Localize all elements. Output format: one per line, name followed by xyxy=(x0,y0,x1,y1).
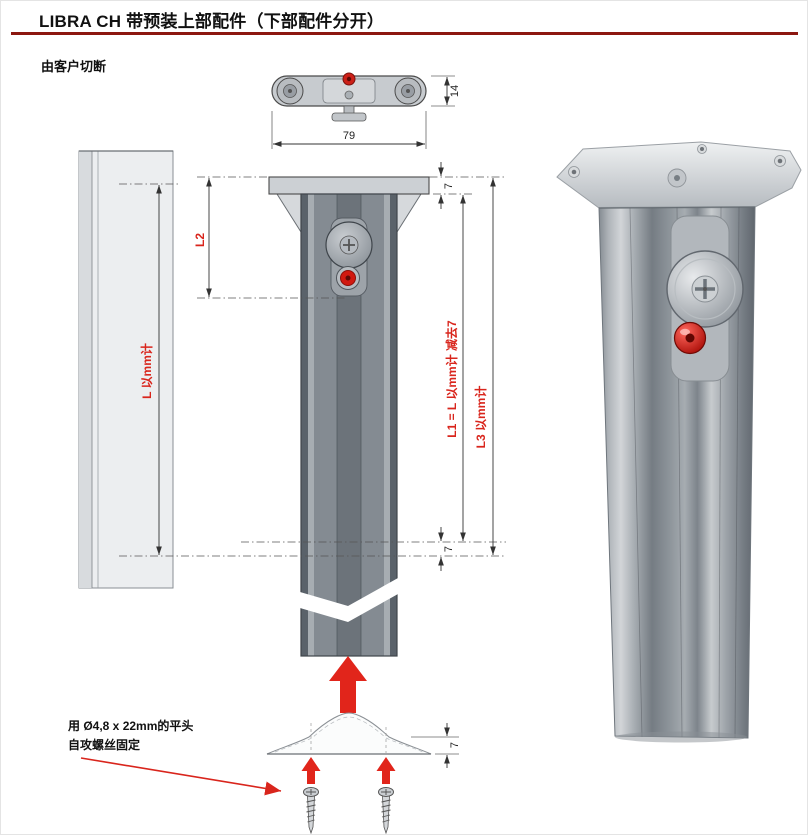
dim-label-l: L 以mm计 xyxy=(139,343,154,399)
leader-arrow-icon xyxy=(80,757,282,796)
title-underline xyxy=(11,32,798,35)
small-up-arrow-left-icon xyxy=(301,757,321,784)
dimension-l: L 以mm计 xyxy=(119,183,181,555)
break-symbol xyxy=(300,578,398,622)
dimension-7-cap: 7 xyxy=(411,723,461,768)
column-front-view xyxy=(268,176,430,657)
cut-by-customer-note: 由客户切断 xyxy=(41,59,107,74)
dim-label-l3: L3 以mm计 xyxy=(473,386,488,449)
dimension-l2: L2 xyxy=(193,178,345,299)
carriage-top-view xyxy=(271,72,427,122)
dim-label-14: 14 xyxy=(449,85,461,97)
dim-label-79: 79 xyxy=(343,130,355,142)
screw-fixing-note: 用 Ø4,8 x 22mm的平头 自攻螺丝固定 xyxy=(68,717,193,754)
dimension-79: 79 xyxy=(271,111,427,149)
page-title: LIBRA CH 带预装上部配件（下部配件分开） xyxy=(39,12,385,31)
small-up-arrow-right-icon xyxy=(376,757,396,784)
screw-right xyxy=(378,787,394,834)
screw-left xyxy=(303,787,319,834)
dimension-l3: L3 以mm计 xyxy=(473,178,496,555)
dim-label-7-cap: 7 xyxy=(449,742,461,748)
dim-label-7-bottom: 7 xyxy=(443,546,455,552)
top-plate xyxy=(268,176,430,195)
bottom-cap xyxy=(266,712,432,755)
dimension-l1: L1 = L 以mm计 减去7 xyxy=(444,195,466,541)
dimension-14: 14 xyxy=(431,75,461,107)
dimension-7-top: 7 xyxy=(433,162,473,209)
dim-label-l1: L1 = L 以mm计 减去7 xyxy=(444,320,459,438)
screw-note-line1: 用 Ø4,8 x 22mm的平头 xyxy=(68,719,194,733)
dimension-7-bottom: 7 xyxy=(438,527,455,571)
dim-label-7-top: 7 xyxy=(443,183,455,189)
dim-label-l2: L2 xyxy=(193,233,207,247)
big-up-arrow-icon xyxy=(329,656,367,713)
render-3d xyxy=(556,141,802,743)
screw-note-line2: 自攻螺丝固定 xyxy=(68,737,141,752)
